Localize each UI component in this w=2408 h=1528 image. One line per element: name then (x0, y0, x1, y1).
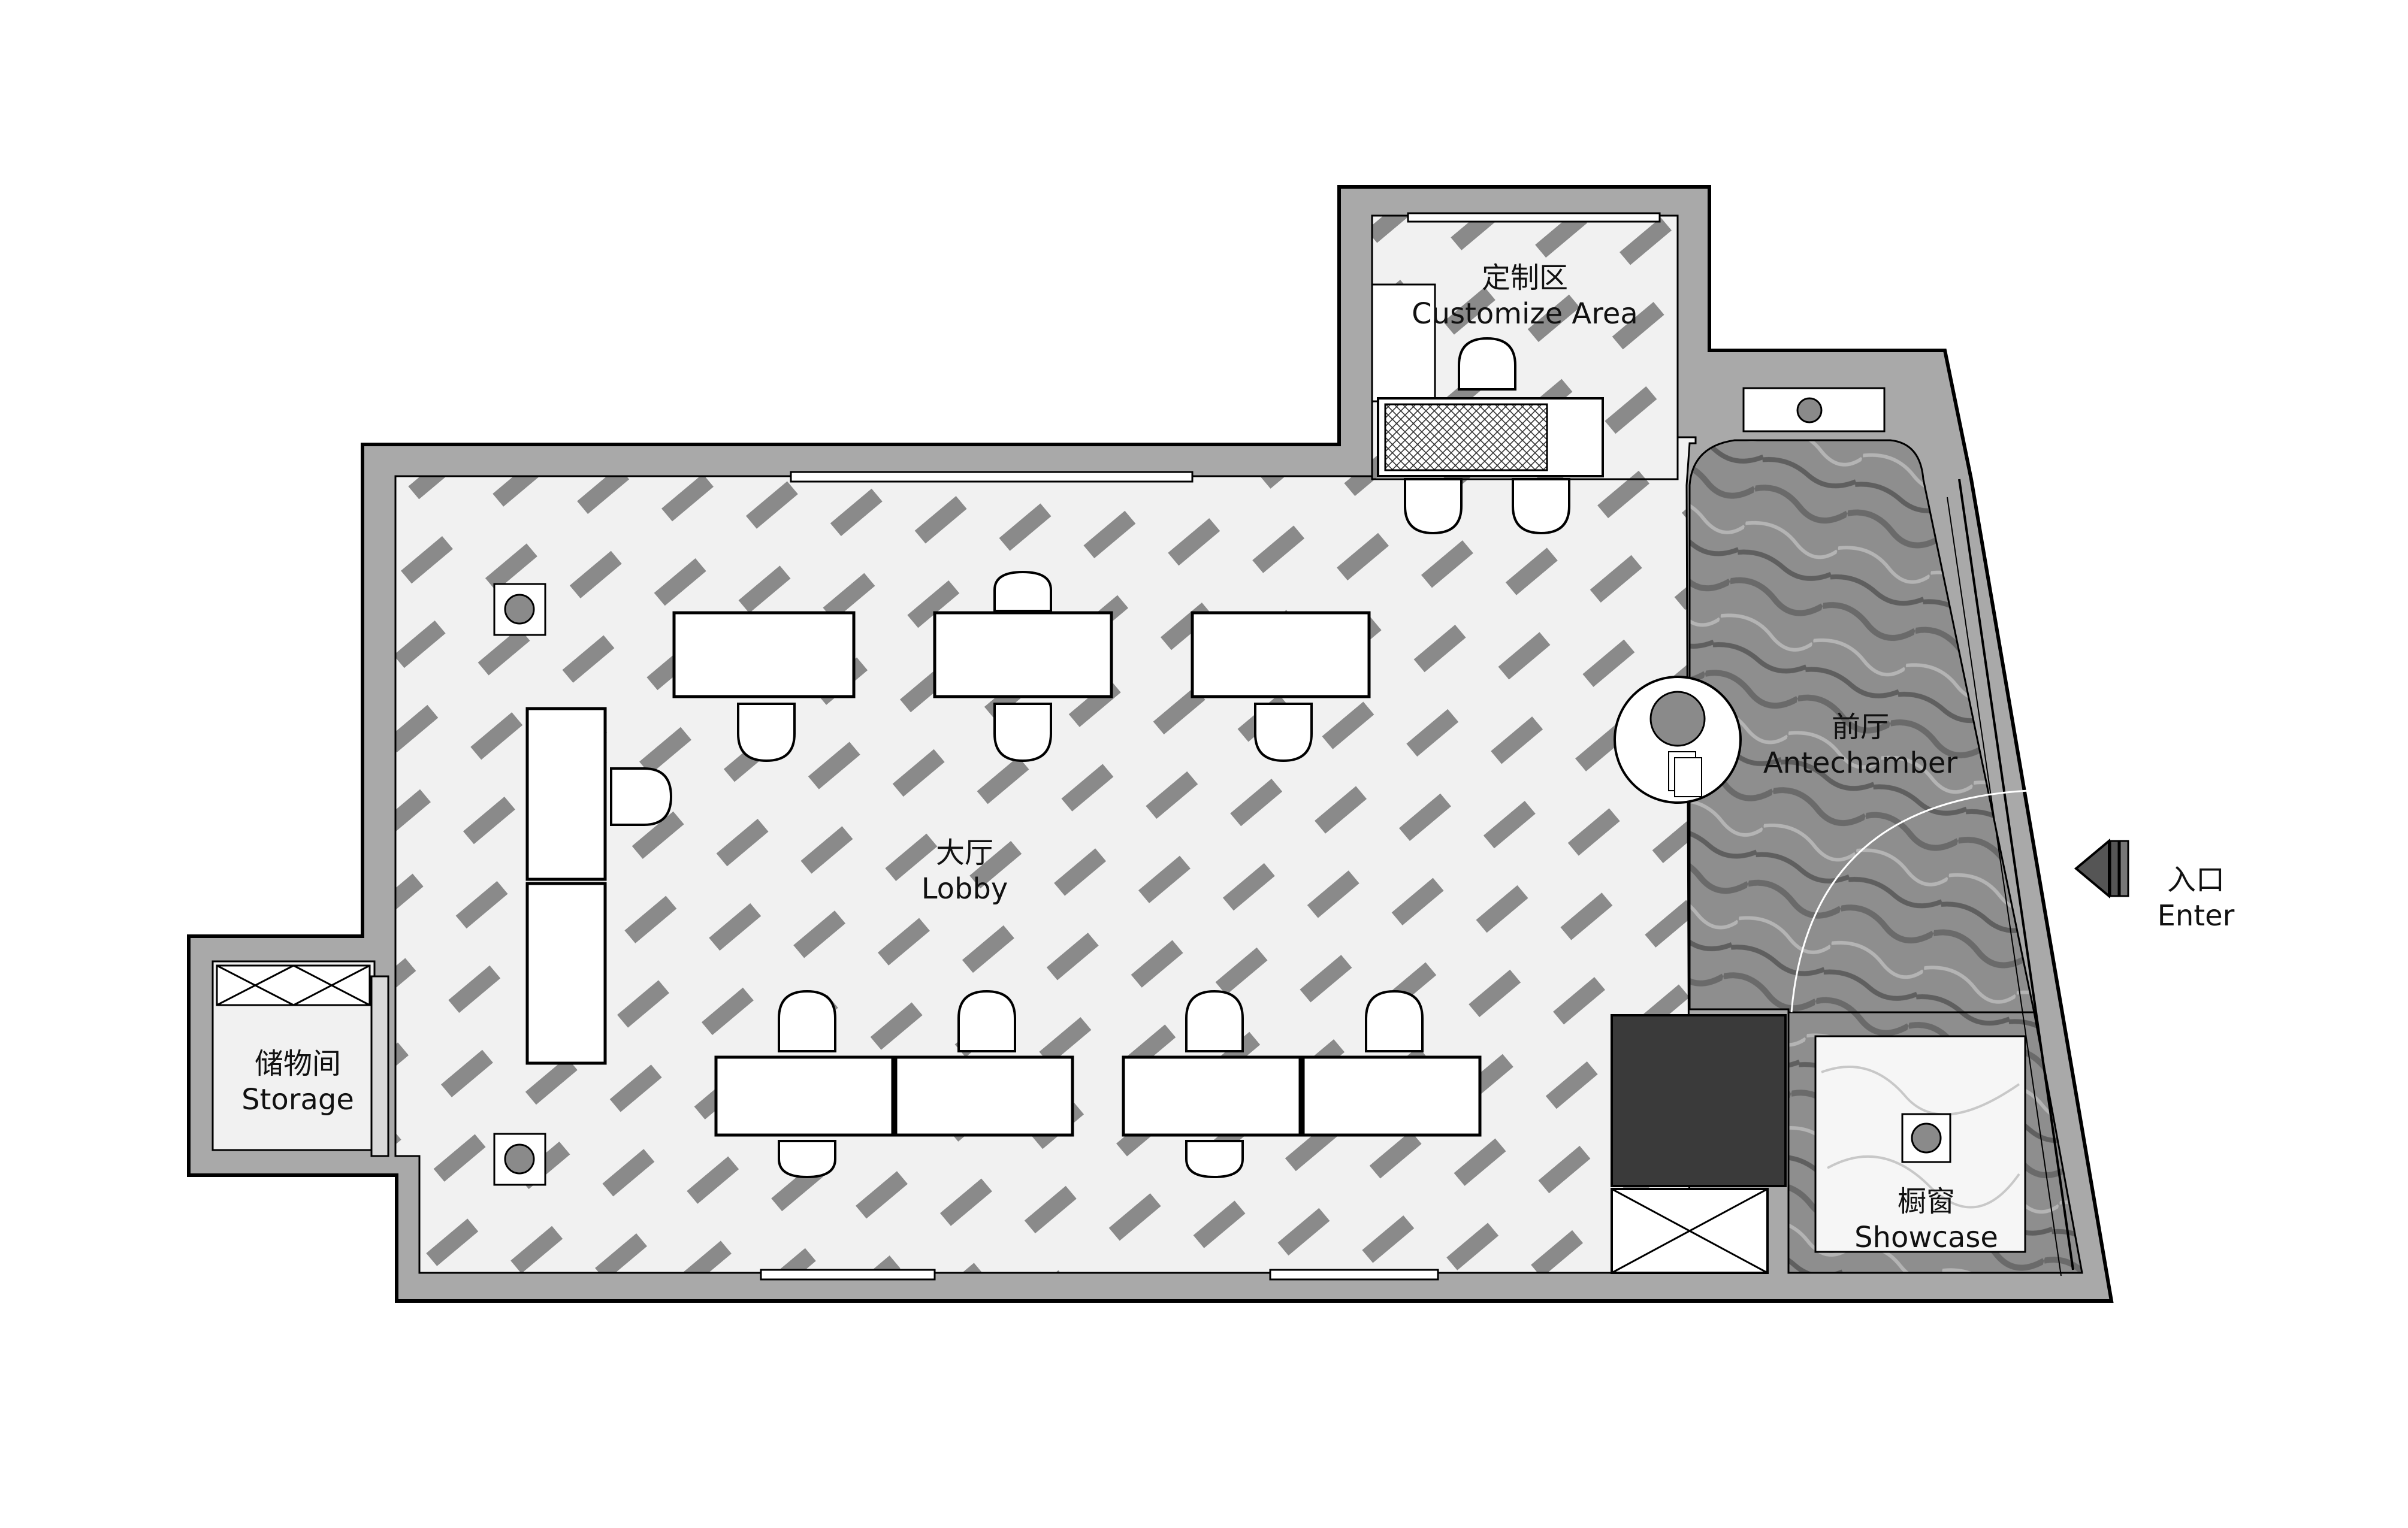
label-storage-en: Storage (241, 1083, 354, 1117)
showcase (1814, 1035, 2026, 1253)
lobby-window-bottom-1 (760, 1269, 936, 1281)
storage-floor (212, 960, 389, 1157)
entry-cabinets (1611, 1014, 1787, 1274)
table-lower-3 (1122, 1055, 1302, 1137)
label-showcase-zh: 橱窗 (1898, 1185, 1955, 1218)
room-labels: 定制区 Customize Area 大厅 Lobby 前厅 Antechamb… (241, 261, 2235, 1254)
showcase-veins (1821, 1066, 2020, 1209)
customize-counter-top (1384, 403, 1548, 471)
chair-lower-4-top (1365, 990, 1424, 1052)
chair-upper-2-top (993, 570, 1052, 612)
label-customize-zh: 定制区 (1482, 261, 1568, 295)
reception-column-icon (1649, 691, 1706, 747)
label-entry-en: Enter (2158, 899, 2235, 933)
table-left-upper (525, 707, 607, 881)
chair-lower-1-top (778, 990, 836, 1052)
storage-shelf (216, 964, 371, 1006)
chair-upper-2-bottom (993, 703, 1052, 763)
cross-cabinet-x (1611, 1188, 1768, 1274)
lobby-window-top (790, 471, 1194, 483)
storage-shelf-cross (216, 964, 370, 1006)
table-left-lower (525, 882, 607, 1065)
antechamber-floor-area (1688, 439, 2035, 1013)
label-storage-zh: 储物间 (255, 1047, 341, 1081)
entry-glazing-inner (1947, 497, 2062, 1276)
lobby-furniture (493, 570, 1482, 1186)
lobby-column-bottom-plinth (493, 1133, 546, 1186)
chair-lower-3-top (1185, 990, 1244, 1052)
door-swing-icon (1790, 789, 2029, 1013)
chair-upper-1-bottom (737, 703, 796, 763)
lobby-windows (760, 471, 1439, 1281)
customize-side-counter (1371, 283, 1436, 403)
label-antechamber-zh: 前厅 (1832, 710, 1889, 744)
chair-lower-3-bottom (1185, 1140, 1244, 1179)
storage-door (370, 975, 389, 1157)
customize-chair-left (1404, 478, 1463, 535)
lobby-window-bottom-2 (1269, 1269, 1439, 1281)
dark-cabinet (1611, 1014, 1787, 1187)
chair-left-side (610, 767, 673, 826)
entry-arrow-icon (2074, 838, 2110, 899)
table-upper-1 (672, 611, 856, 698)
lobby-column-top-icon (504, 594, 535, 625)
customize-window (1407, 212, 1661, 223)
chair-lower-1-bottom (778, 1140, 836, 1179)
niche-column-icon (1796, 397, 1823, 423)
label-lobby-zh: 大厅 (936, 836, 993, 870)
showcase-column-icon (1911, 1122, 1942, 1154)
entry-arrow (2074, 838, 2129, 899)
customize-chair-top (1458, 337, 1516, 391)
customize-chair-right (1512, 478, 1570, 535)
lobby-column-bottom-icon (504, 1143, 535, 1175)
chair-upper-3-bottom (1254, 703, 1313, 763)
table-lower-1 (714, 1055, 895, 1137)
table-lower-2 (894, 1055, 1074, 1137)
label-showcase-en: Showcase (1854, 1221, 1998, 1254)
entry-arrow-bar-2 (2119, 840, 2129, 897)
table-upper-3 (1191, 611, 1371, 698)
chair-lower-2-top (957, 990, 1016, 1052)
label-customize-en: Customize Area (1412, 297, 1638, 331)
entry-arrow-bar-1 (2109, 840, 2120, 897)
label-entry-zh: 入口 (2167, 863, 2225, 897)
label-lobby-en: Lobby (921, 872, 1008, 906)
entry-glazing (1958, 479, 2074, 1270)
table-lower-4 (1301, 1055, 1482, 1137)
customize-furniture (1371, 283, 1604, 535)
table-upper-2 (933, 611, 1113, 698)
label-antechamber-en: Antechamber (1763, 746, 1958, 780)
reception-paper-2 (1674, 757, 1702, 797)
